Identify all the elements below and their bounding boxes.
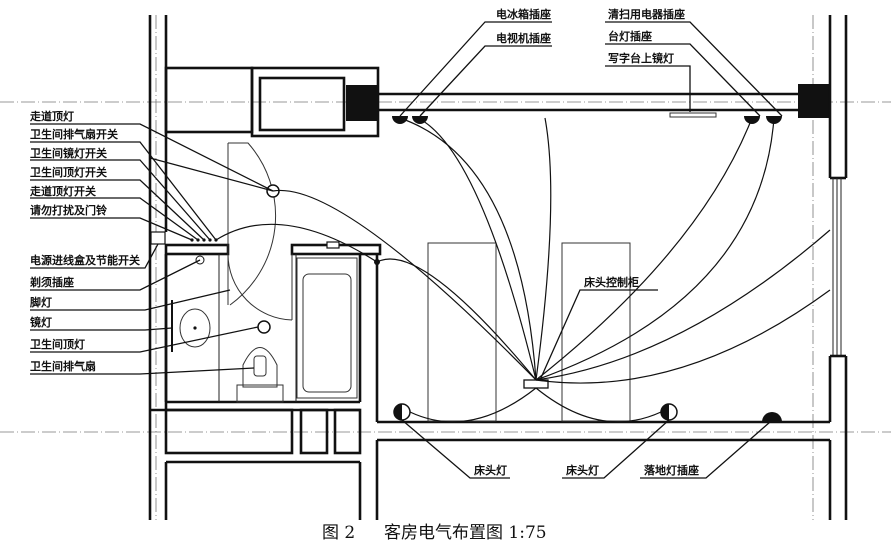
label-desk-mirror-lamp: 写字台上镜灯 [608, 51, 674, 65]
labels-top: 电冰箱插座 电视机插座 清扫用电器插座 台灯插座 写字台上镜灯 [496, 7, 685, 65]
bathroom-ceiling-lamp [257, 320, 271, 334]
figure-title: 客房电气布置图 1:75 [384, 523, 547, 543]
label-foot-lamp: 脚灯 [30, 295, 52, 309]
exhaust-fan [326, 241, 340, 249]
label-shaver-socket: 剃须插座 [29, 275, 74, 289]
cleaning-socket [744, 116, 760, 124]
leader-lines [30, 21, 783, 479]
labels-bottom: 床头灯 床头灯 落地灯插座 [474, 463, 699, 477]
figure-number: 图 2 [322, 523, 355, 543]
label-bath-fan-switch: 卫生间排气扇开关 [30, 127, 118, 141]
furniture [179, 112, 717, 422]
walls [148, 15, 848, 520]
label-power-box-switch: 电源进线盒及节能开关 [30, 253, 140, 267]
label-corridor-lamp-switch: 走道顶灯开关 [29, 184, 96, 198]
fridge-socket [392, 116, 408, 124]
label-desk-lamp-socket: 台灯插座 [608, 29, 652, 43]
label-bedside-control-cabinet: 床头控制柜 [584, 275, 639, 289]
power-box [150, 231, 166, 245]
label-bedside-lamp-2: 床头灯 [566, 463, 599, 477]
column-left [346, 85, 378, 121]
column-right [798, 84, 831, 118]
figure-caption: 图 2 客房电气布置图 1:75 [322, 523, 547, 543]
label-fridge-socket: 电冰箱插座 [496, 7, 551, 21]
label-bedside-lamp-1: 床头灯 [474, 463, 507, 477]
label-bath-mirror-lamp-switch: 卫生间镜灯开关 [30, 146, 107, 160]
label-mirror-lamp: 镜灯 [30, 315, 52, 329]
labels-left: 走道顶灯 卫生间排气扇开关 卫生间镜灯开关 卫生间顶灯开关 走道顶灯开关 请勿打… [29, 109, 140, 373]
label-floor-lamp-socket: 落地灯插座 [644, 463, 699, 477]
label-bath-exhaust-fan: 卫生间排气扇 [30, 359, 96, 373]
label-corridor-ceiling-lamp: 走道顶灯 [29, 109, 74, 123]
floor-lamp-socket [762, 412, 782, 422]
label-tv-socket: 电视机插座 [496, 31, 551, 45]
label-cleaning-socket: 清扫用电器插座 [608, 7, 685, 21]
wiring [149, 117, 831, 423]
label-dnd-doorbell: 请勿打扰及门铃 [30, 203, 107, 217]
label-bath-ceiling-lamp-switch: 卫生间顶灯开关 [30, 165, 107, 179]
electrical-symbols [150, 116, 782, 422]
label-bath-ceiling-lamp: 卫生间顶灯 [30, 337, 85, 351]
